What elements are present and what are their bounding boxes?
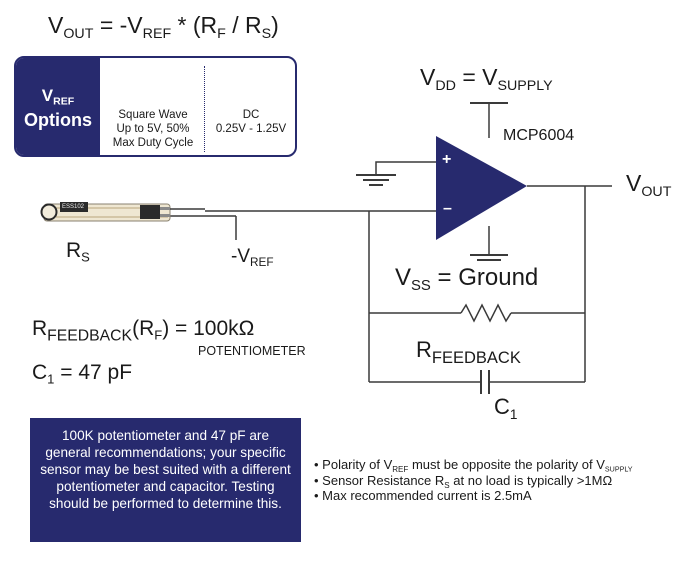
neg-vref-sub: REF (250, 256, 274, 270)
formula-out-sub: OUT (63, 25, 94, 42)
spec-c-val: = 47 pF (54, 361, 133, 384)
sensor-icon (40, 202, 171, 222)
spec-rf-val: ) = 100kΩ (162, 317, 255, 340)
square-wave-desc: Square Wave Up to 5V, 50% Max Duty Cycle (102, 108, 204, 150)
spec-rf-mid: (R (132, 317, 155, 340)
spec-c-c: C (32, 361, 48, 384)
sensor-chip-text: ESS102 (62, 204, 85, 210)
b1-sup-sub: SUPPLY (604, 465, 633, 474)
spec-rf-f-sub: F (154, 327, 163, 343)
opamp-minus-sign: – (443, 200, 452, 217)
b1-pre: • Polarity of V (314, 457, 393, 472)
square-line-3: Max Duty Cycle (112, 137, 194, 149)
formula-rest3: ) (271, 12, 279, 38)
note-sensor-resistance: • Sensor Resistance RS at no load is typ… (314, 473, 633, 489)
notes-list: • Polarity of VREF must be opposite the … (314, 457, 633, 504)
square-line-1: Square Wave (118, 109, 188, 121)
vdd-label: VDD = VSUPPLY (420, 64, 553, 94)
note-polarity: • Polarity of VREF must be opposite the … (314, 457, 633, 473)
vref-options-title: VREF (16, 86, 100, 108)
c1-c: C (494, 394, 510, 419)
formula-f-sub: F (217, 25, 226, 42)
plus-input-wire (375, 161, 436, 174)
formula-eq: = -V (93, 12, 143, 38)
formula-rest1: * (R (171, 12, 218, 38)
rfeedback-sub: FEEDBACK (431, 348, 521, 367)
vss-v: V (395, 264, 412, 291)
formula-title: VOUT = -VREF * (RF / RS) (48, 12, 279, 42)
ground-plus-icon (356, 174, 396, 186)
spec-rf-r: R (32, 317, 48, 340)
c1-sub: 1 (509, 406, 518, 422)
vref-options-word: Options (24, 110, 92, 130)
rfeedback-r: R (416, 337, 432, 362)
vref-options-box: VREF Options Square Wave Up to 5V, 50% M… (14, 56, 297, 157)
b2-s-sub: S (444, 480, 450, 490)
vdd-v: V (420, 64, 436, 90)
opamp-part-label: MCP6004 (503, 127, 575, 144)
formula-v: V (48, 12, 64, 38)
neg-vref-pre: -V (231, 246, 250, 267)
vref-ref-sub: REF (53, 95, 75, 108)
opamp-triangle (436, 136, 527, 240)
resistor-zigzag (460, 303, 512, 323)
formula-ref-sub: REF (142, 25, 172, 42)
options-divider (204, 66, 205, 152)
vref-options-label-panel: VREF Options (16, 58, 100, 155)
vss-ss-sub: SS (411, 278, 431, 295)
rs-r: R (66, 239, 82, 262)
vout-out-sub: OUT (641, 183, 672, 200)
vdd-dd-sub: DD (435, 77, 456, 94)
formula-s-sub: S (261, 25, 272, 42)
dc-desc: DC 0.25V - 1.25V (206, 108, 295, 136)
formula-rest2: / R (225, 12, 262, 38)
rs-s-sub: S (81, 249, 90, 265)
vss-label: VSS = Ground (395, 264, 539, 294)
note-max-current: • Max recommended current is 2.5mA (314, 488, 532, 503)
vref-v: V (41, 86, 54, 105)
vdd-supply-sub: SUPPLY (497, 77, 553, 94)
vss-rest: = Ground (430, 264, 539, 291)
dc-title: DC (242, 109, 260, 121)
recommendation-note: 100K potentiometer and 47 pF are general… (30, 418, 301, 542)
spec-rf-sub: FEEDBACK (47, 327, 133, 345)
rs-label: RS (66, 239, 90, 264)
b2-post: at no load is typically >1MΩ (449, 472, 613, 488)
vdd-eq: = V (455, 64, 498, 90)
spec-c-sub: 1 (47, 371, 55, 387)
potentiometer-label: POTENTIOMETER (198, 344, 306, 358)
b1-mid: must be opposite the polarity of V (408, 457, 605, 472)
b2-pre: • Sensor Resistance R (314, 472, 445, 488)
rfeedback-label: RFEEDBACK (416, 337, 521, 367)
square-line-2: Up to 5V, 50% (116, 123, 190, 135)
neg-vref-label: -VREF (231, 246, 274, 270)
ground-vss-icon (470, 254, 508, 261)
opamp-plus-sign: + (442, 151, 452, 168)
rfeedback-spec: RFEEDBACK(RF) = 100kΩ (32, 317, 255, 344)
c1-label: C1 (494, 394, 517, 422)
dc-range: 0.25V - 1.25V (215, 123, 287, 135)
vout-v: V (626, 170, 642, 196)
vout-label: VOUT (626, 170, 671, 200)
b1-ref-sub: REF (392, 464, 409, 474)
c1-spec: C1 = 47 pF (32, 361, 133, 386)
